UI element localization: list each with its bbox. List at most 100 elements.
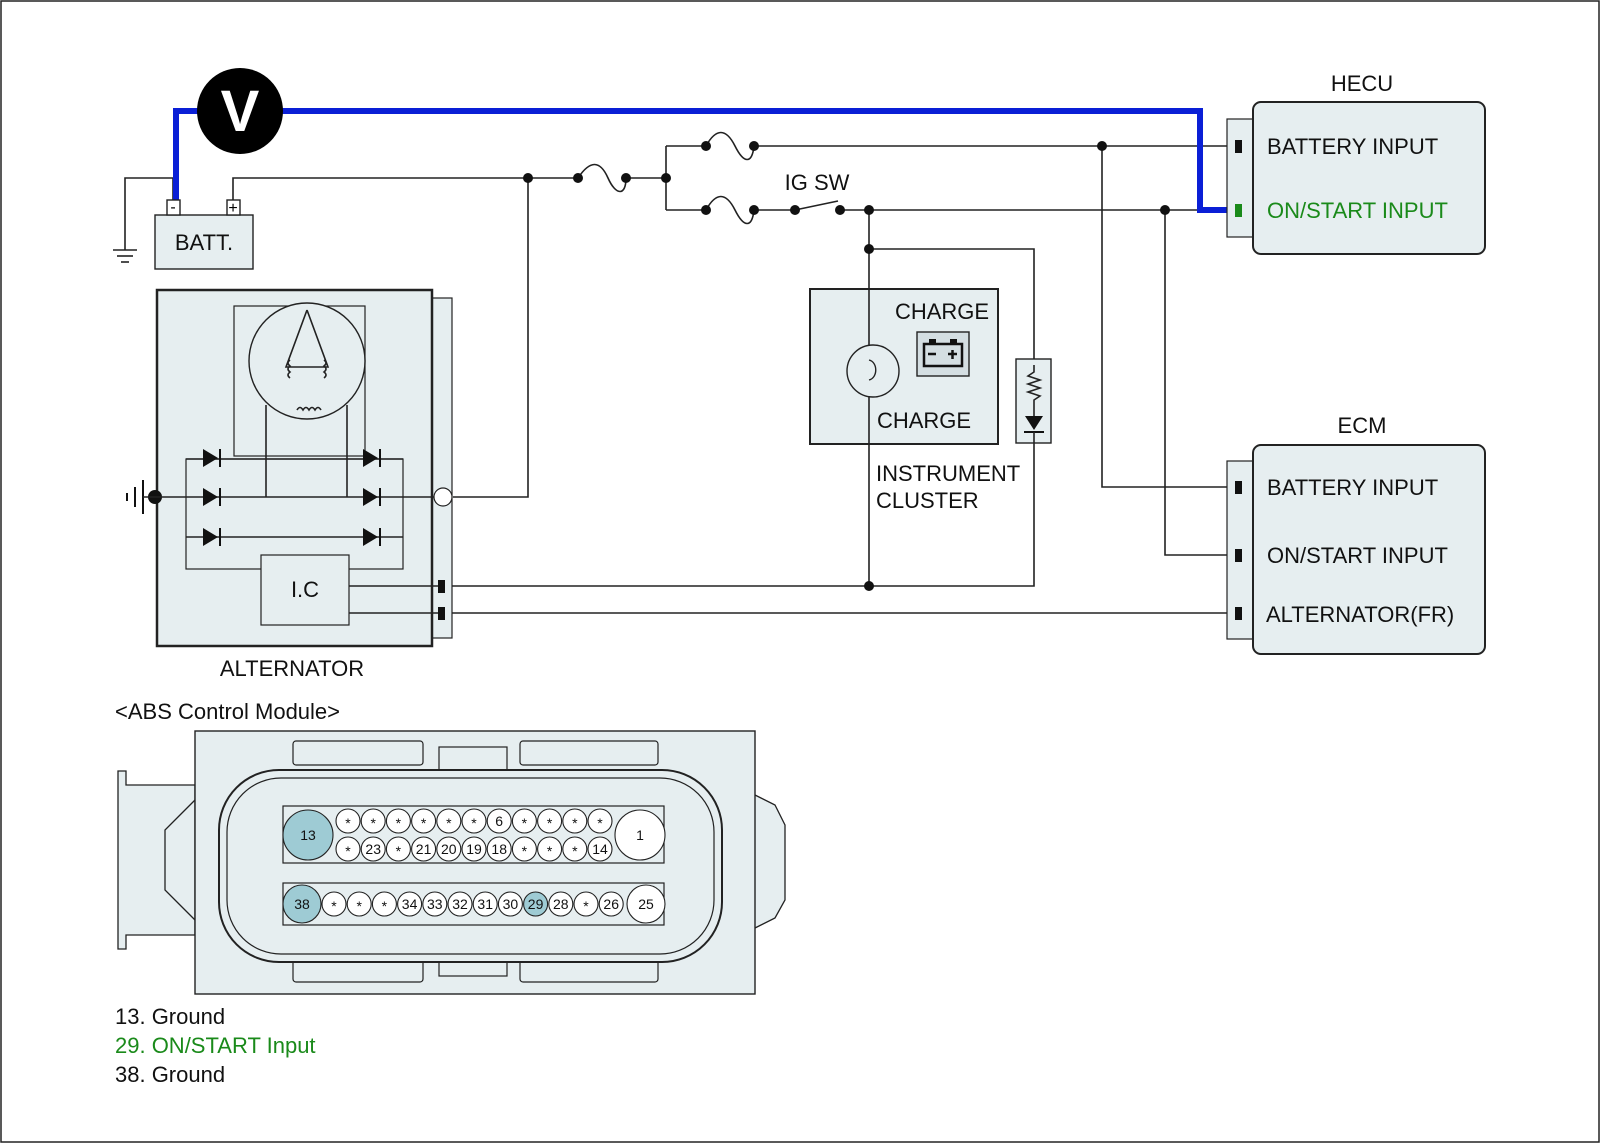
connector-pin [587,836,613,862]
connector-pin-label: * [382,898,388,914]
ecm-battery-wire [1101,146,1238,488]
instrument-cluster: CHARGE CHARGE INSTRUMENT CLUSTER [809,288,1020,513]
connector-pin [523,891,549,917]
battery-positive-sign: + [228,200,237,217]
connector-pin-label: * [522,815,528,831]
connector-pin [511,808,537,834]
connector-pin-label: 26 [603,896,619,912]
ecm-on-start-input-label: ON/START INPUT [1267,543,1448,568]
connector-pin [472,891,498,917]
battery-label: BATT. [175,230,233,255]
battery-positive-terminal [226,199,241,216]
connector-pin [282,884,322,924]
ecm-module: ECM BATTERY INPUT ON/START INPUT ALTERNA… [1226,413,1486,655]
connector-pin-label: 6 [495,813,503,829]
connector-pin-label: 29 [528,896,544,912]
voltmeter-symbol: V [221,79,260,144]
connector-pin [562,836,588,862]
cluster-name-line2: CLUSTER [876,488,979,513]
connector-pin-label: 34 [402,896,418,912]
alternator: I.C ALTERNATOR [126,288,453,681]
legend-item-highlight: 29. ON/START Input [115,1033,316,1058]
battery-warning-icon [916,331,970,377]
connector-pin [411,836,437,862]
connector-pin [548,891,574,917]
connector-pin-label: * [522,843,528,859]
connector-pin-label: * [331,898,337,914]
connector-pin-label: 25 [638,896,654,912]
ecm-on-start-wire [1164,210,1238,556]
rectifier-diode-icons [203,449,381,546]
connector-pin [537,808,563,834]
connector-pin-label: 1 [636,827,644,843]
charge-lamp-icon [846,344,900,398]
connector-pin [282,809,334,861]
connector-pin-label: * [396,843,402,859]
connector-pin [511,836,537,862]
connector-pin-label: * [356,898,362,914]
connector-pin [587,808,613,834]
ig-switch-icon [794,200,839,211]
voltmeter-icon: V [197,68,283,154]
stator-icon [248,302,366,420]
hecu-on-start-pin [1235,204,1242,217]
connector-pin-label: * [547,843,553,859]
connector-pin [598,891,624,917]
connector-pin [436,836,462,862]
connector-pin [360,836,386,862]
connector-pin-label: 30 [503,896,519,912]
connector-pin [335,836,361,862]
main-fuse-icon [577,163,627,193]
connector-pin-label: * [471,815,477,831]
hecu-battery-input-label: BATTERY INPUT [1267,134,1438,159]
hecu-title: HECU [1331,71,1393,96]
voltmeter-probe-wire [173,108,1238,213]
ic-regulator [260,554,350,626]
connector-pin-label: * [547,815,553,831]
connector-pin [385,808,411,834]
abs-module-title: <ABS Control Module> [115,699,340,724]
hecu-battery-pin [1235,140,1242,153]
connector-pin-label: * [345,815,351,831]
connector-pin [573,891,599,917]
connector-pin-label: 28 [553,896,569,912]
connector-pin-label: 33 [427,896,443,912]
connector-pin [385,836,411,862]
connector-pin [486,836,512,862]
connector-pin-label: 38 [294,896,310,912]
charge-bottom-label: CHARGE [877,408,971,433]
connector-pin-label: * [370,815,376,831]
battery-negative-sign: - [170,199,175,216]
battery-negative-terminal [166,199,181,216]
connector-pin-label: 14 [592,841,608,857]
connector-pin [360,808,386,834]
ecm-battery-input-label: BATTERY INPUT [1267,475,1438,500]
hecu-on-start-input-label: ON/START INPUT [1267,198,1448,223]
ecm-alternator-fr-label: ALTERNATOR(FR) [1266,602,1454,627]
connector-pin-label: 21 [416,841,432,857]
cluster-name-line1: INSTRUMENT [876,461,1020,486]
fuse-hecu-battery-icon [705,131,755,161]
connector-pin-label: 31 [477,896,493,912]
connector-pin [562,808,588,834]
junctions [523,141,1170,591]
connector-pin [461,836,487,862]
connector-pin [447,891,473,917]
connector-pin-label: * [396,815,402,831]
ig-switch-label: IG SW [785,170,850,195]
legend-item: 13. Ground [115,1004,225,1029]
connector-pin [497,891,523,917]
connector-pin-label: * [421,815,427,831]
wires [113,131,1238,614]
connector-pin-label: 18 [491,841,507,857]
connector-pin [397,891,423,917]
alternator-label: ALTERNATOR [220,656,364,681]
alternator-b-terminal [433,487,453,507]
connector-pin [486,808,512,834]
ic-label: I.C [291,577,319,602]
connector-pin [614,809,666,861]
